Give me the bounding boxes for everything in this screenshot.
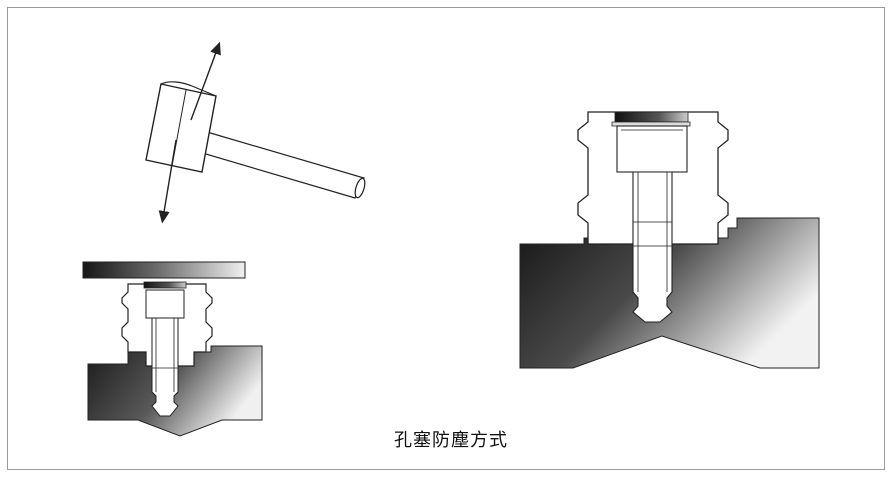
press-plate (82, 261, 246, 279)
hammer-icon (145, 81, 366, 199)
figure-caption: 孔塞防塵方式 (394, 430, 508, 451)
arrow-down-icon (158, 139, 177, 224)
dust-plug-left (121, 281, 213, 417)
dust-plug-right (577, 111, 729, 323)
arrow-up-icon (190, 41, 221, 121)
